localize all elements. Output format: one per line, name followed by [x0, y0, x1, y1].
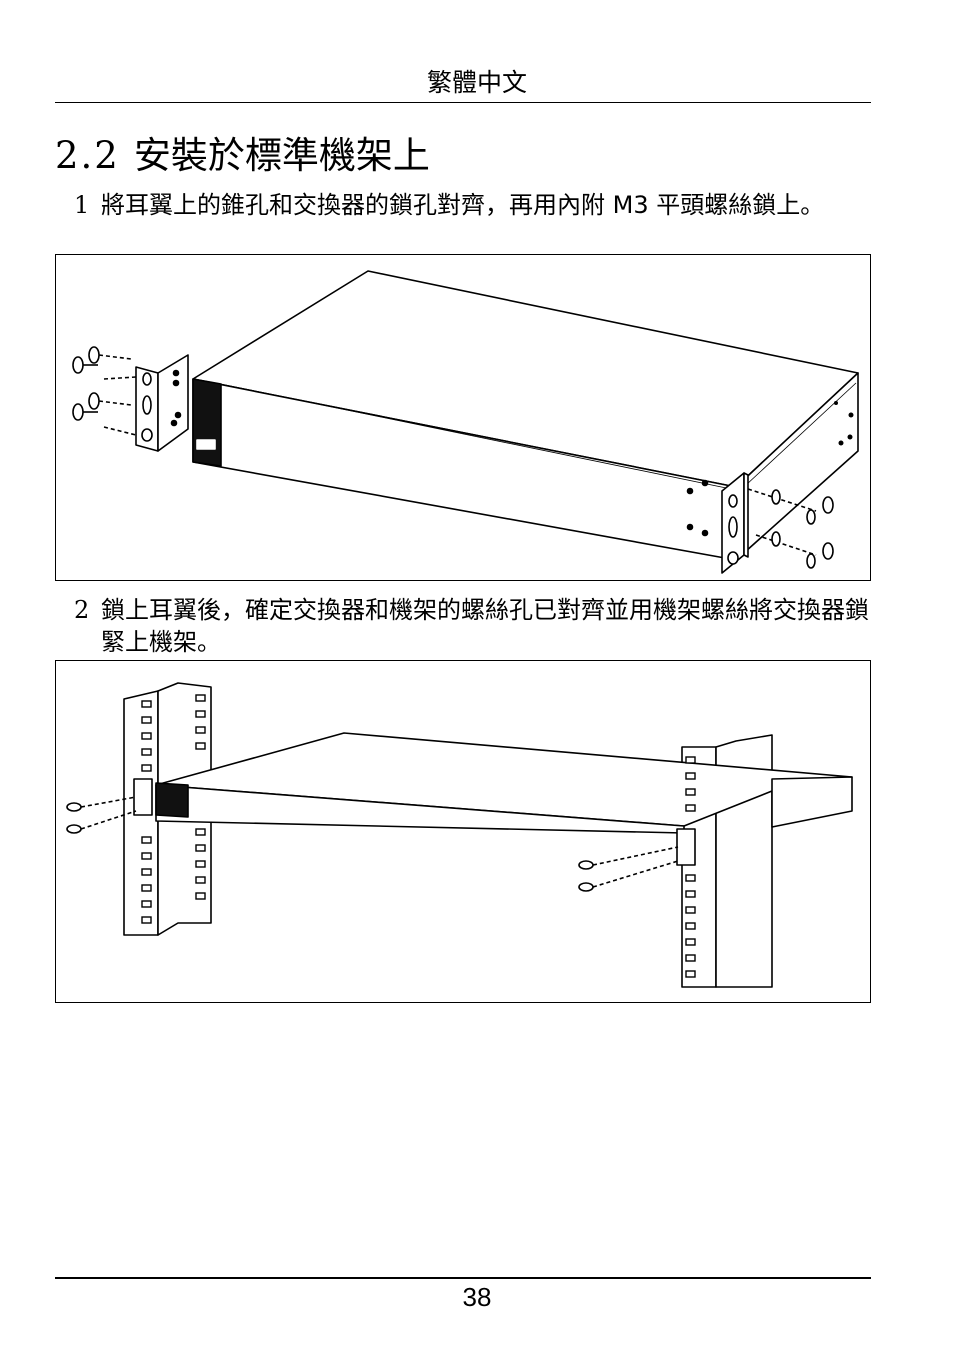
language-header: 繁體中文 — [426, 68, 527, 97]
page-number: 38 — [462, 1282, 492, 1312]
step-text: 將耳翼上的錐孔和交換器的鎖孔對齊，再用內附 M3 平頭螺絲鎖上。 — [101, 191, 825, 219]
switch-bracket-illustration — [72, 270, 859, 574]
header-rule — [55, 102, 871, 103]
right-screws — [747, 488, 834, 569]
step-number: 1 — [74, 191, 90, 219]
left-screws — [72, 346, 137, 436]
right-bracket — [676, 828, 696, 866]
rack-holes — [141, 694, 696, 978]
section-title: 安裝於標準機架上 — [133, 134, 430, 177]
left-bracket — [133, 778, 153, 816]
front-panel — [192, 378, 222, 467]
step-text: 鎖上耳翼後，確定交換器和機架的螺絲孔已對齊並用機架螺絲將交換器鎖緊上機架。 — [101, 596, 869, 656]
front-panel — [155, 782, 189, 818]
rack-screws — [66, 796, 679, 892]
footer-rule — [55, 1277, 871, 1279]
side-vents — [834, 401, 854, 446]
figure-mount-in-rack — [55, 660, 871, 1003]
figure-attach-brackets — [55, 254, 871, 581]
section-heading: 2.2 安裝於標準機架上 — [55, 134, 430, 178]
section-number: 2.2 — [55, 134, 120, 177]
step-number: 2 — [74, 596, 90, 624]
rack-mount-illustration — [66, 682, 853, 988]
